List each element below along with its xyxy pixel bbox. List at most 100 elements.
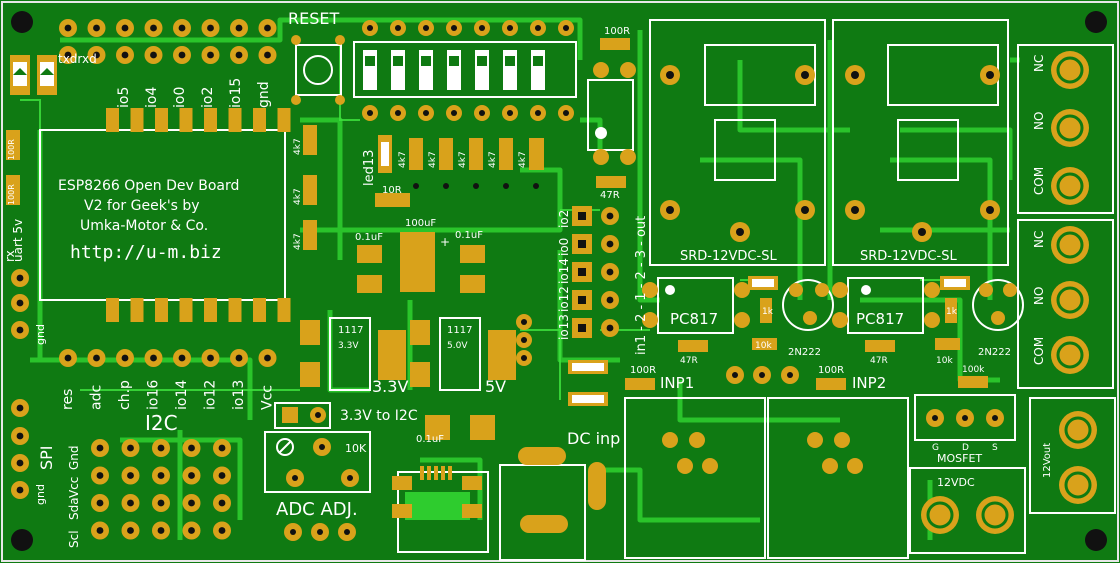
pot-label: 10K — [345, 442, 367, 455]
v12out-label: 12Vout — [1042, 443, 1053, 478]
no-2: NO — [1032, 287, 1046, 305]
header-pin — [258, 349, 277, 367]
esp-pad — [130, 108, 144, 132]
flyback-diode-2 — [940, 276, 970, 290]
esp-pad — [179, 108, 193, 132]
i2c-pin — [121, 521, 140, 540]
header-pin — [87, 19, 106, 37]
header-pin — [116, 349, 134, 367]
resistor-100r-left2 — [6, 175, 20, 205]
dip-pin — [390, 105, 406, 121]
header-pin — [87, 349, 106, 367]
top-header-label: io2 — [200, 87, 216, 108]
status-leds — [10, 55, 57, 95]
i2c-pin — [213, 521, 231, 540]
header-pin — [230, 349, 248, 367]
dip-pin — [362, 20, 378, 36]
i2c-pin — [121, 439, 140, 457]
cap-plus: + — [440, 235, 450, 249]
bottom-header-label: ch.p — [117, 380, 133, 410]
dip-pin — [502, 20, 518, 36]
io-label: io14 — [557, 258, 571, 284]
i2c-pin — [91, 494, 109, 512]
i2c-pins — [91, 439, 231, 540]
esp-pad — [130, 298, 144, 322]
r4k7-label: 4k7 — [398, 151, 408, 168]
i2c-pin — [91, 466, 109, 485]
relay-1 — [649, 19, 826, 266]
relay-driver-area — [587, 62, 636, 165]
esp-pad — [277, 108, 291, 132]
r10-label: 10R — [382, 185, 402, 196]
esp-pad — [155, 298, 168, 322]
dip-pin — [418, 105, 434, 121]
v5-label: 5V — [485, 377, 506, 396]
r1k-1: 1k — [762, 307, 774, 317]
capacitors — [357, 232, 495, 440]
bottom-header-label: io13 — [231, 380, 247, 410]
r10k-2: 10k — [936, 356, 953, 366]
top-header-label: io4 — [144, 87, 160, 108]
top-header-label: gnd — [256, 81, 272, 108]
i2c-jumper-label: 3.3V to I2C — [340, 408, 418, 424]
silkscreen-text: RESET txdrxd ESP8266 Open Dev Board V2 f… — [3, 9, 1053, 548]
header-pin — [258, 46, 277, 64]
spi-pin — [11, 481, 29, 499]
header-pin — [173, 46, 191, 64]
resistor-100r-left — [6, 130, 20, 160]
uart-pin — [11, 269, 29, 287]
bottom-header-label: Vcc — [260, 385, 276, 410]
header-pin — [59, 46, 77, 64]
i2c-pin — [182, 466, 201, 485]
esp-pad — [155, 108, 168, 132]
gds-g: G — [932, 443, 939, 453]
resistor-4k7-side — [303, 125, 317, 250]
i2c-pin — [152, 439, 170, 457]
mosfet — [914, 394, 1016, 441]
esp-pad — [228, 108, 242, 132]
cap-label-1: 0.1uF — [355, 232, 383, 243]
dip-pin — [390, 20, 406, 36]
v12dc-label: 12VDC — [937, 476, 975, 489]
inp-diodes — [572, 363, 604, 403]
io-jumper-block — [572, 206, 619, 338]
mosfet-label: MOSFET — [937, 452, 982, 465]
inp1-label: INP1 — [660, 374, 694, 392]
dc-jack — [499, 447, 606, 561]
terminal-block-1 — [1017, 44, 1114, 214]
top-header-pins — [59, 19, 277, 64]
reg2-label: 1117 — [447, 325, 472, 336]
io-label: io13 — [557, 314, 571, 340]
regulator-3v3 — [300, 317, 406, 391]
r4k7-label: 4k7 — [458, 151, 468, 168]
header-pin — [59, 19, 77, 37]
header-pin — [258, 19, 277, 37]
dip-pin — [418, 20, 434, 36]
i2c-col-label: Scl — [67, 530, 81, 548]
micro-usb — [392, 466, 489, 553]
jumper-side-pins — [516, 314, 532, 366]
esp-pad — [179, 298, 193, 322]
esp-pad — [106, 298, 119, 322]
spi-pins — [11, 399, 29, 499]
esp-pad — [204, 298, 217, 322]
r4k7-side-2: 4k7 — [293, 188, 303, 205]
pc817-2 — [832, 277, 940, 334]
pc817-1-label: PC817 — [670, 310, 718, 328]
i2c-col-label: Vcc — [67, 477, 81, 498]
terminal-block-12vdc — [909, 467, 1026, 554]
relay-2 — [832, 19, 1009, 266]
adc-adj-label: ADC ADJ. — [276, 499, 358, 520]
com-2: COM — [1032, 337, 1046, 365]
cap-label-3: 0.1uF — [416, 434, 444, 445]
uart-label: uart 5v — [11, 219, 25, 262]
dc-inp-label: DC inp — [567, 429, 620, 448]
i2c-pin — [91, 439, 109, 457]
header-pin — [173, 349, 191, 367]
gnd-uart-label: gnd — [34, 324, 47, 345]
esp-pad — [253, 108, 266, 132]
header-pin — [59, 349, 77, 367]
bottom-header-pins — [59, 349, 277, 367]
